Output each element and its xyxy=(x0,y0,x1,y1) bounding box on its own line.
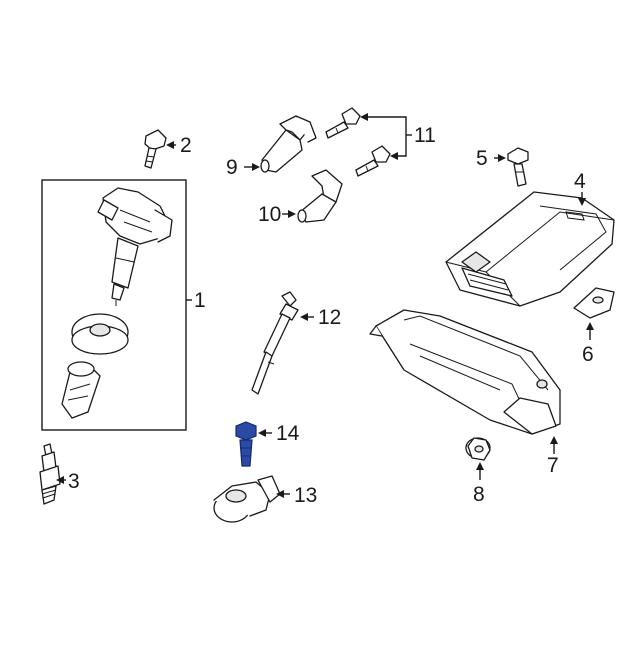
temperature-sensor-12[interactable] xyxy=(251,291,299,395)
callout-11: 11 xyxy=(414,124,436,147)
spark-plug[interactable] xyxy=(39,443,61,505)
coil-seal-washer[interactable] xyxy=(71,313,129,355)
ignition-coil-group-box xyxy=(41,179,192,431)
callout-13: 13 xyxy=(294,484,318,507)
ignition-coil[interactable] xyxy=(97,187,173,306)
callout-14: 14 xyxy=(276,422,300,445)
callout-8: 8 xyxy=(473,483,485,506)
callout-7: 7 xyxy=(547,454,559,477)
bolt-5[interactable] xyxy=(507,147,529,187)
callout-6: 6 xyxy=(582,343,594,366)
callout-4: 4 xyxy=(574,170,586,193)
camshaft-position-sensor[interactable] xyxy=(260,115,317,173)
knock-sensor[interactable] xyxy=(213,475,281,523)
callout-12: 12 xyxy=(318,306,342,329)
crankshaft-position-sensor[interactable] xyxy=(297,169,343,223)
callout-5: 5 xyxy=(476,147,488,170)
sensor-bolt-upper[interactable] xyxy=(325,107,361,139)
coil-boot[interactable] xyxy=(61,361,101,419)
bolt-2[interactable] xyxy=(144,129,167,169)
callout-10: 10 xyxy=(258,203,282,226)
knock-sensor-bolt[interactable] xyxy=(235,421,257,467)
callout-3: 3 xyxy=(68,470,80,493)
callout-9: 9 xyxy=(226,156,238,179)
callout-1: 1 xyxy=(194,289,206,312)
module-bracket-6[interactable] xyxy=(573,287,615,319)
engine-control-module[interactable] xyxy=(445,191,615,307)
sensor-bolt-lower[interactable] xyxy=(355,145,391,177)
callout-2: 2 xyxy=(180,134,192,157)
nut-8[interactable] xyxy=(465,437,491,461)
module-mounting-tray[interactable] xyxy=(369,309,561,435)
